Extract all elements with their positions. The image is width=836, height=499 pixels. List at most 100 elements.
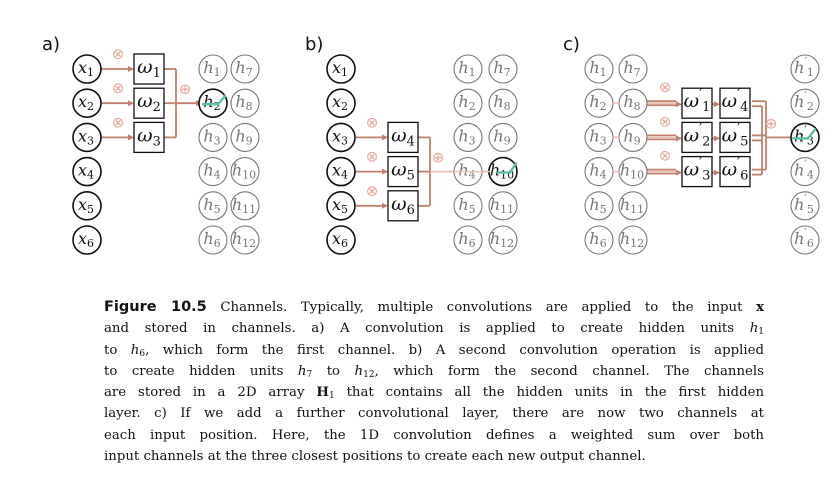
panel-c-weight-box-col1-3	[681, 155, 713, 188]
panel-a-multiply-icon: ⊗	[112, 45, 125, 63]
panel-a-input-node-x6-label: x6	[78, 229, 94, 250]
panel-c-hidden-node-h1	[584, 54, 614, 84]
panel-c-weight-box-col2-4-label: ω′4	[722, 87, 749, 115]
panel-c-input-arrowhead	[676, 135, 682, 142]
panel-a-hidden-node-h5-label: h5	[203, 194, 220, 215]
panel-b-multiply-icon: ⊗	[366, 182, 379, 200]
panel-a-weight-box-3-label: ω3	[137, 124, 161, 149]
panel-b-hidden-node-h11-label: h11	[490, 194, 514, 215]
panel-a-hidden-node-h10	[230, 157, 260, 187]
panel-c-weight-box-col2-5	[719, 121, 751, 154]
panel-a-hidden-node-h4	[198, 157, 228, 187]
panel-c-hidden-node-h2-label: h2	[589, 92, 606, 113]
panel-c-output-node-h4-prime-label: h′4	[794, 157, 814, 181]
panel-b-hidden-node-h1	[453, 54, 483, 84]
panel-c-sum-icon: ⊕	[765, 114, 778, 132]
panel-c-output-node-h2-prime-label: h′2	[794, 89, 814, 113]
panel-c-hidden-node-h5-label: h5	[589, 194, 606, 215]
panel-c-input-arrowhead	[676, 101, 682, 108]
panel-b-hidden-node-h7	[488, 54, 518, 84]
panel-a-input-node-x5	[72, 191, 102, 221]
panel-b-weight-box-5	[387, 155, 419, 188]
panel-b-sum-icon: ⊕	[432, 149, 445, 167]
panel-b-hidden-node-h7-label: h7	[493, 58, 510, 79]
panel-a-hidden-node-h6	[198, 225, 228, 255]
panel-a-hidden-node-h2-label: h2	[203, 92, 220, 113]
caption-line-8: input channels at the three closest posi…	[104, 449, 646, 465]
panel-b-multiply-icon: ⊗	[366, 148, 379, 166]
panel-c-hidden-node-h10-label: h10	[620, 160, 644, 181]
panel-c-weight-box-col2-4	[719, 87, 751, 119]
panel-c-output-node-h6-prime	[790, 225, 820, 255]
panel-a-input-arrowhead	[128, 66, 134, 72]
panel-a-hidden-node-h3-label: h3	[203, 126, 220, 147]
panel-a-input-node-x3	[72, 122, 102, 153]
panel-a-weight-box-2	[133, 87, 165, 119]
panel-c-input-arrowhead	[676, 169, 682, 176]
panel-b-hidden-node-h5	[453, 191, 483, 221]
panel-c-hidden-node-h9-label: h9	[623, 126, 640, 147]
panel-b-hidden-node-h9	[488, 122, 518, 152]
panel-c-weight-box-col2-6-label: ω′6	[722, 155, 749, 183]
panel-a-sum-icon: ⊕	[179, 80, 192, 98]
panel-b-input-node-x6-label: x6	[332, 229, 348, 250]
panel-c-weight-box-col2-5-label: ω′5	[722, 121, 749, 149]
panel-b-weight-box-4	[387, 121, 419, 154]
panel-c-output-node-h6-prime-label: h′6	[794, 226, 814, 250]
panel-b-input-node-x1	[326, 54, 356, 84]
panel-b-input-node-x4-label: x4	[332, 160, 348, 181]
panel-a-label: a)	[42, 34, 60, 55]
panel-b-hidden-node-h8-label: h8	[493, 92, 510, 113]
panel-b-input-node-x1-label: x1	[332, 58, 348, 79]
panel-c-weight-box-col2-6	[719, 155, 751, 188]
panel-a-input-node-x1	[72, 54, 102, 84]
panel-a-hidden-node-h1-label: h1	[203, 58, 220, 79]
caption-line-4: to create hidden units h7 to h12, which …	[104, 363, 764, 380]
panel-b-teal-mark	[508, 162, 518, 174]
panel-a-hidden-node-h8	[230, 88, 260, 118]
figure-label: Figure 10.5	[104, 299, 207, 315]
panel-c-output-node-h1-prime-label: h′1	[794, 55, 814, 79]
caption-line-6: layer. c) If we add a further convolutio…	[104, 406, 764, 422]
panel-b-hidden-node-h12-label: h12	[490, 229, 514, 250]
panel-c-hidden-node-h6-label: h6	[589, 229, 606, 250]
panel-a-hidden-node-h9-label: h9	[235, 126, 252, 147]
panel-b-hidden-node-h1-label: h1	[458, 58, 475, 79]
panel-a-input-node-x2	[72, 88, 102, 118]
panel-c-teal-mark	[806, 128, 817, 140]
panel-a-hidden-node-h5	[198, 191, 228, 221]
panel-c-weight-box-col1-2-label: ω′2	[684, 121, 711, 149]
panel-b-input-arrowhead	[382, 202, 388, 209]
panel-a-hidden-node-h6-label: h6	[203, 229, 220, 250]
panel-b-hidden-node-h8	[488, 88, 518, 118]
panel-a-multiply-icon: ⊗	[112, 79, 125, 97]
panel-b-input-node-x4	[326, 156, 356, 187]
panel-a-hidden-node-h12	[230, 225, 260, 255]
panel-a-hidden-node-h11	[230, 191, 260, 221]
panel-b-hidden-node-h11	[488, 191, 518, 221]
panel-b-input-node-x2	[326, 88, 356, 118]
panel-c-hidden-node-h11-label: h11	[620, 194, 644, 215]
panel-b-hidden-node-h3-label: h3	[458, 126, 475, 147]
panel-c-hidden-node-h8-label: h8	[623, 92, 640, 113]
panel-c-output-node-h5-prime-label: h′5	[794, 191, 814, 215]
panel-c-multiply-icon: ⊗	[659, 112, 672, 130]
panel-c-hidden-node-h3-label: h3	[589, 126, 606, 147]
panel-a-multiply-icon: ⊗	[112, 113, 125, 131]
panel-b-input-node-x3-label: x3	[332, 126, 348, 147]
panel-c-hidden-node-h5	[584, 191, 614, 221]
caption-line-2: and stored in channels. a) A convolution…	[104, 321, 764, 338]
panel-c-output-node-h2-prime	[790, 88, 820, 118]
panel-a-input-arrowhead	[128, 134, 134, 141]
panel-c-output-node-h4-prime	[790, 157, 820, 187]
panel-a-hidden-node-h11-label: h11	[232, 194, 256, 215]
panel-c-output-node-h5-prime	[790, 191, 820, 221]
panel-b-weight-box-6-label: ω6	[391, 193, 415, 218]
panel-b-multiply-icon: ⊗	[366, 113, 379, 131]
panel-c-weight-box-col1-1-label: ω′1	[684, 87, 711, 115]
panel-b-input-node-x5-label: x5	[332, 194, 348, 215]
panel-c-hidden-node-h12	[618, 225, 648, 255]
panel-c-hidden-node-h7-label: h7	[623, 58, 640, 79]
